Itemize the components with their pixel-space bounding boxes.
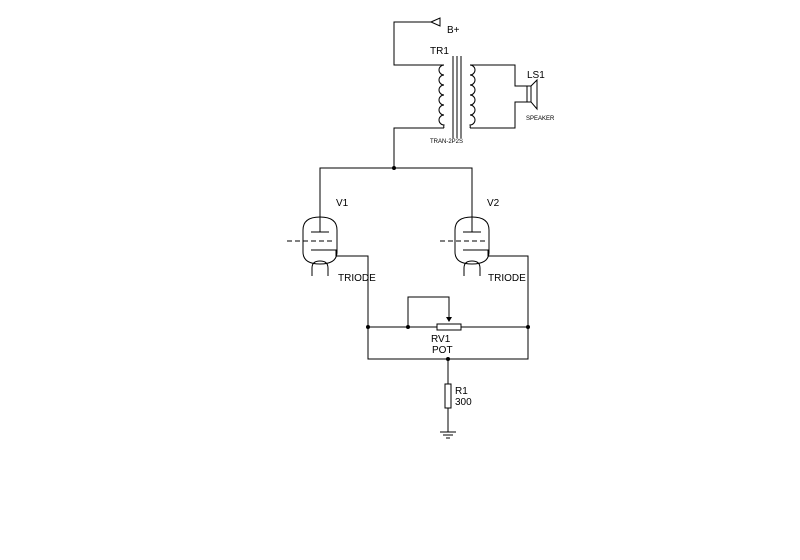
transformer-ref: TR1 [430,46,449,57]
resistor-icon: R1 300 [444,359,472,432]
supply-label: B+ [447,25,460,36]
supply-terminal: B+ [393,17,460,60]
speaker-ref: LS1 [527,70,545,81]
tube-v2-ref: V2 [487,198,500,209]
tube-v2-value: TRIODE [488,273,526,284]
pot-value: POT [432,345,453,356]
potentiometer-icon: RV1 POT [431,323,462,356]
secondary-winding [469,64,476,129]
transformer: TR1 TRAN-2P2S [393,46,527,168]
plate-wiring [319,166,473,218]
speaker-value: SPEAKER [526,116,555,122]
ground-icon [440,431,456,439]
resistor-ref: R1 [455,386,468,397]
primary-winding [438,64,445,129]
resistor-value: 300 [455,397,472,408]
tube-v1-value: TRIODE [338,273,376,284]
transformer-core [452,56,462,138]
speaker-icon: LS1 SPEAKER [526,70,555,122]
pot-ref: RV1 [431,334,451,345]
triode-v2-icon: V2 TRIODE [440,198,529,327]
triode-v1-icon: V1 TRIODE [287,198,376,327]
tube-v1-ref: V1 [336,198,349,209]
transformer-value: TRAN-2P2S [430,139,463,145]
